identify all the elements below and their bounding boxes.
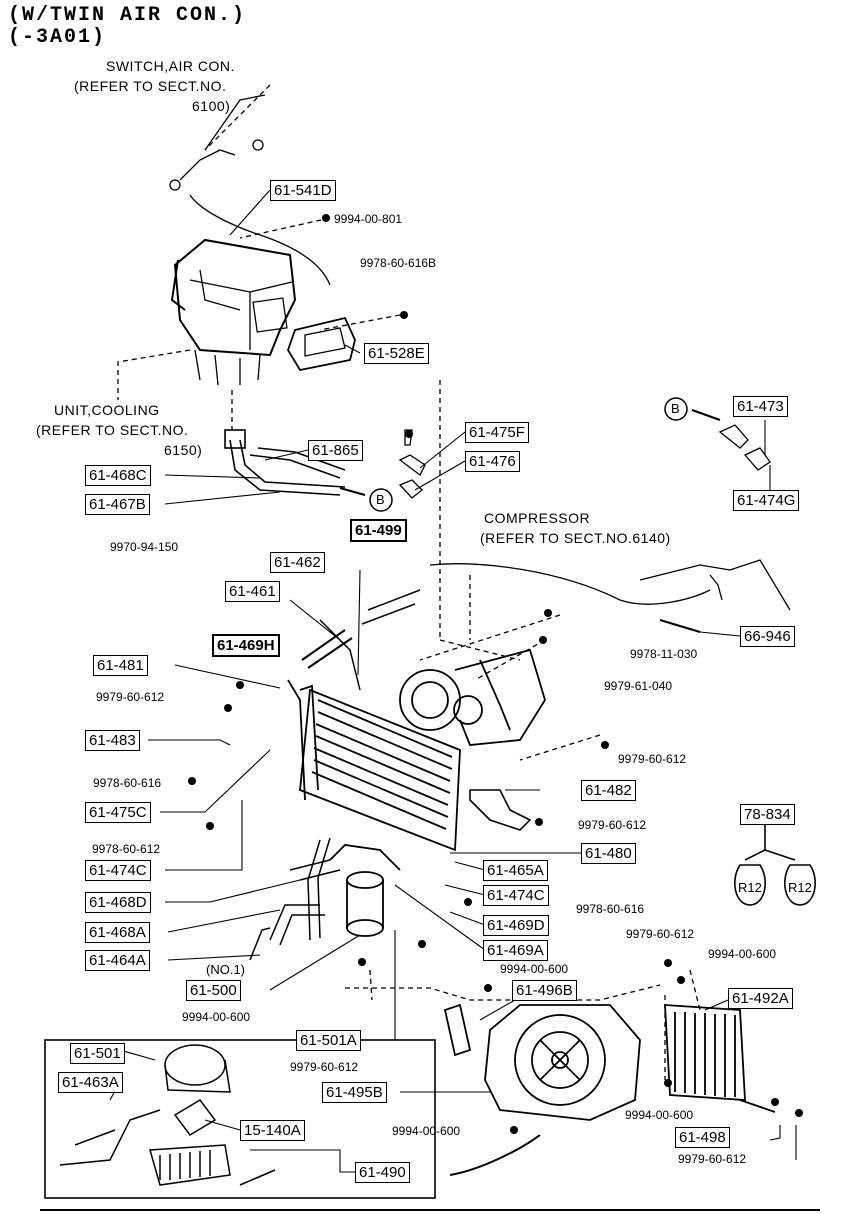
part-61-490[interactable]: 61-490 <box>355 1162 410 1183</box>
hose-469h-drawing <box>301 629 353 669</box>
part-61-463A[interactable]: 61-463A <box>58 1072 123 1093</box>
fastener-9978-60-616B: 9978-60-616B <box>360 256 437 270</box>
fastener-9994-00-600-a: 9994-00-600 <box>500 962 569 976</box>
note-unit-cooling-line1: UNIT,COOLING <box>54 402 160 418</box>
part-61-476[interactable]: 61-476 <box>465 451 520 472</box>
part-61-501A[interactable]: 61-501A <box>296 1030 361 1051</box>
part-61-501[interactable]: 61-501 <box>70 1043 125 1064</box>
fastener-9979-60-612-e: 9979-60-612 <box>290 1060 359 1074</box>
fastener-9979-60-612-a: 9979-60-612 <box>96 690 165 704</box>
part-15-140A[interactable]: 15-140A <box>240 1120 305 1141</box>
part-61-468A[interactable]: 61-468A <box>85 922 150 943</box>
hardware-dots <box>188 214 803 1134</box>
fan-shroud-drawing <box>443 1003 641 1121</box>
part-61-495B[interactable]: 61-495B <box>322 1082 387 1103</box>
note-switch-line2: (REFER TO SECT.NO. <box>74 78 227 94</box>
part-61-500[interactable]: 61-500 <box>186 980 241 1001</box>
radiator-drawing <box>664 1004 776 1113</box>
fastener-9994-00-600-c: 9994-00-600 <box>182 1010 251 1024</box>
fastener-9978-11-030: 9978-11-030 <box>630 647 698 661</box>
fastener-9994-00-801: 9994-00-801 <box>334 212 403 226</box>
compressor-drawing <box>399 648 546 746</box>
part-61-469A[interactable]: 61-469A <box>483 940 548 961</box>
cooling-unit-drawing <box>170 238 356 386</box>
part-61-468D[interactable]: 61-468D <box>85 892 151 913</box>
note-switch-line3: 6100) <box>192 98 231 114</box>
bracket-475f-drawing <box>398 454 426 476</box>
part-61-474C-right[interactable]: 61-474C <box>483 885 549 906</box>
part-61-482[interactable]: 61-482 <box>581 780 636 801</box>
dashed-leaders-lower <box>345 969 701 1080</box>
fastener-9978-60-616-a: 9978-60-616 <box>93 776 162 790</box>
note-no1: (NO.1) <box>206 962 245 977</box>
page-subtitle: (-3A01) <box>8 26 107 49</box>
fastener-9978-60-612: 9978-60-612 <box>92 842 161 856</box>
note-switch-line1: SWITCH,AIR CON. <box>106 58 235 74</box>
note-unit-cooling-line3: 6150) <box>164 442 203 458</box>
dashed-leaders-top <box>117 84 521 661</box>
part-61-492A[interactable]: 61-492A <box>728 988 793 1009</box>
part-61-480[interactable]: 61-480 <box>581 843 636 864</box>
part-61-483[interactable]: 61-483 <box>85 730 140 751</box>
part-61-474G[interactable]: 61-474G <box>733 490 800 511</box>
fastener-9979-60-612-b: 9979-60-612 <box>618 752 687 766</box>
fastener-9970-94-150: 9970-94-150 <box>110 540 179 554</box>
fastener-9979-60-612-f: 9979-60-612 <box>678 1152 747 1166</box>
upper-pipes-drawing <box>224 429 346 496</box>
fastener-9979-60-612-d: 9979-60-612 <box>626 927 695 941</box>
part-61-462[interactable]: 61-462 <box>270 552 325 573</box>
fastener-9978-60-616-b: 9978-60-616 <box>576 902 645 916</box>
bracket-476-drawing <box>398 479 423 499</box>
inset-frame <box>44 1039 436 1199</box>
part-61-481[interactable]: 61-481 <box>93 655 148 676</box>
part-61-499[interactable]: 61-499 <box>350 519 407 542</box>
part-61-469D[interactable]: 61-469D <box>483 915 549 936</box>
fan-motor-inset-drawing <box>59 1044 276 1186</box>
part-61-496B[interactable]: 61-496B <box>512 980 577 1001</box>
part-61-467B[interactable]: 61-467B <box>85 494 150 515</box>
page-title: (W/TWIN AIR CON.) <box>8 4 247 27</box>
part-61-468C[interactable]: 61-468C <box>85 465 151 486</box>
part-61-541D[interactable]: 61-541D <box>270 180 336 201</box>
refrigerant-label-1: R12 <box>738 880 762 895</box>
bracket-482-drawing <box>469 789 532 831</box>
callout-b-left: B <box>376 492 385 507</box>
part-61-475C[interactable]: 61-475C <box>85 802 151 823</box>
refrigerant-cans-drawing <box>734 825 816 906</box>
part-61-475F[interactable]: 61-475F <box>465 422 529 443</box>
bracket-473-drawing <box>718 424 771 471</box>
fastener-9994-00-600-e: 9994-00-600 <box>392 1124 461 1138</box>
fastener-9994-00-600-b: 9994-00-600 <box>708 947 777 961</box>
part-61-473[interactable]: 61-473 <box>733 396 788 417</box>
part-61-465A[interactable]: 61-465A <box>483 860 548 881</box>
note-unit-cooling-line2: (REFER TO SECT.NO. <box>36 422 189 438</box>
part-61-461[interactable]: 61-461 <box>225 581 280 602</box>
note-compressor-line1: COMPRESSOR <box>484 510 591 526</box>
part-78-834[interactable]: 78-834 <box>740 804 795 825</box>
fastener-9979-61-040: 9979-61-040 <box>604 679 673 693</box>
part-61-474C-left[interactable]: 61-474C <box>85 860 151 881</box>
condenser-drawing <box>287 679 461 852</box>
fastener-9979-60-612-c: 9979-60-612 <box>578 818 647 832</box>
part-61-469H[interactable]: 61-469H <box>212 634 280 657</box>
part-61-528E[interactable]: 61-528E <box>364 343 429 364</box>
part-61-498[interactable]: 61-498 <box>675 1127 730 1148</box>
part-66-946[interactable]: 66-946 <box>740 626 795 647</box>
refrigerant-label-2: R12 <box>788 880 812 895</box>
callout-b-right: B <box>671 401 680 416</box>
part-61-865[interactable]: 61-865 <box>308 440 363 461</box>
receiver-drier-drawing <box>329 844 401 937</box>
dashed-leaders-compressor <box>419 575 601 761</box>
wiring-harness-drawing <box>169 94 331 286</box>
solid-leaders <box>109 189 797 1173</box>
compressor-harness-drawing <box>429 559 791 633</box>
part-61-464A[interactable]: 61-464A <box>85 950 150 971</box>
fastener-9994-00-600-d: 9994-00-600 <box>625 1108 694 1122</box>
note-compressor-line2: (REFER TO SECT.NO.6140) <box>480 530 671 546</box>
condenser-pipes-drawing <box>249 589 421 961</box>
